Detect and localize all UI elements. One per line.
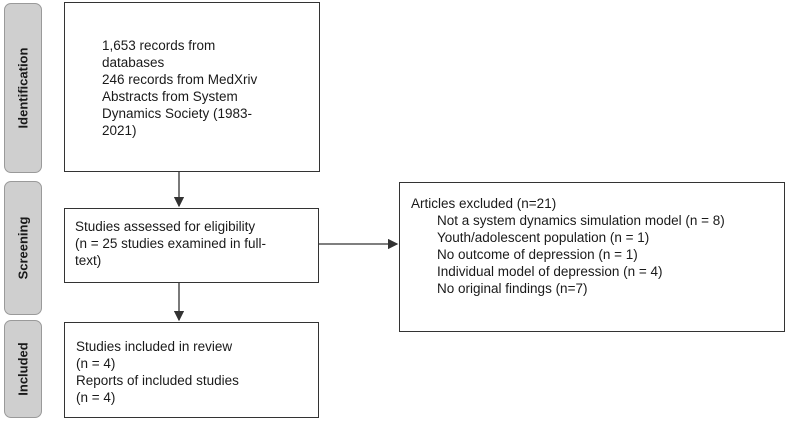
screening-line-3: text) [75,253,102,268]
included-line-4: (n = 4) [76,390,116,405]
excluded-item-2: Youth/adolescent population (n = 1) [437,230,650,245]
articles-excluded-box: Articles excluded (n=21) Not a system dy… [399,182,785,332]
records-line-3: 246 records from MedXriv [102,72,258,87]
screening-line-2: (n = 25 studies examined in full- [75,236,266,251]
included-line-1: Studies included in review [76,339,233,354]
studies-assessed-box: Studies assessed for eligibility (n = 25… [64,208,319,283]
excluded-item-5: No original findings (n=7) [437,281,588,296]
records-line-1: 1,653 records from [102,38,216,53]
phase-identification-label: Identification [4,3,42,173]
screening-line-1: Studies assessed for eligibility [75,219,256,234]
records-line-5: Dynamics Society (1983- [102,106,253,121]
excluded-title: Articles excluded (n=21) [411,196,557,211]
studies-included-box: Studies included in review (n = 4) Repor… [64,322,319,418]
records-identified-box: 1,653 records from databases 246 records… [64,2,320,172]
excluded-item-1: Not a system dynamics simulation model (… [437,213,725,228]
excluded-item-4: Individual model of depression (n = 4) [437,264,663,279]
included-line-2: (n = 4) [76,356,116,371]
records-line-4: Abstracts from System [102,89,238,104]
excluded-item-3: No outcome of depression (n = 1) [437,247,638,262]
phase-included-label: Included [4,320,42,418]
records-line-2: databases [102,55,165,70]
records-line-6: 2021) [102,123,137,138]
included-line-3: Reports of included studies [76,373,239,388]
phase-screening-label: Screening [4,181,42,315]
